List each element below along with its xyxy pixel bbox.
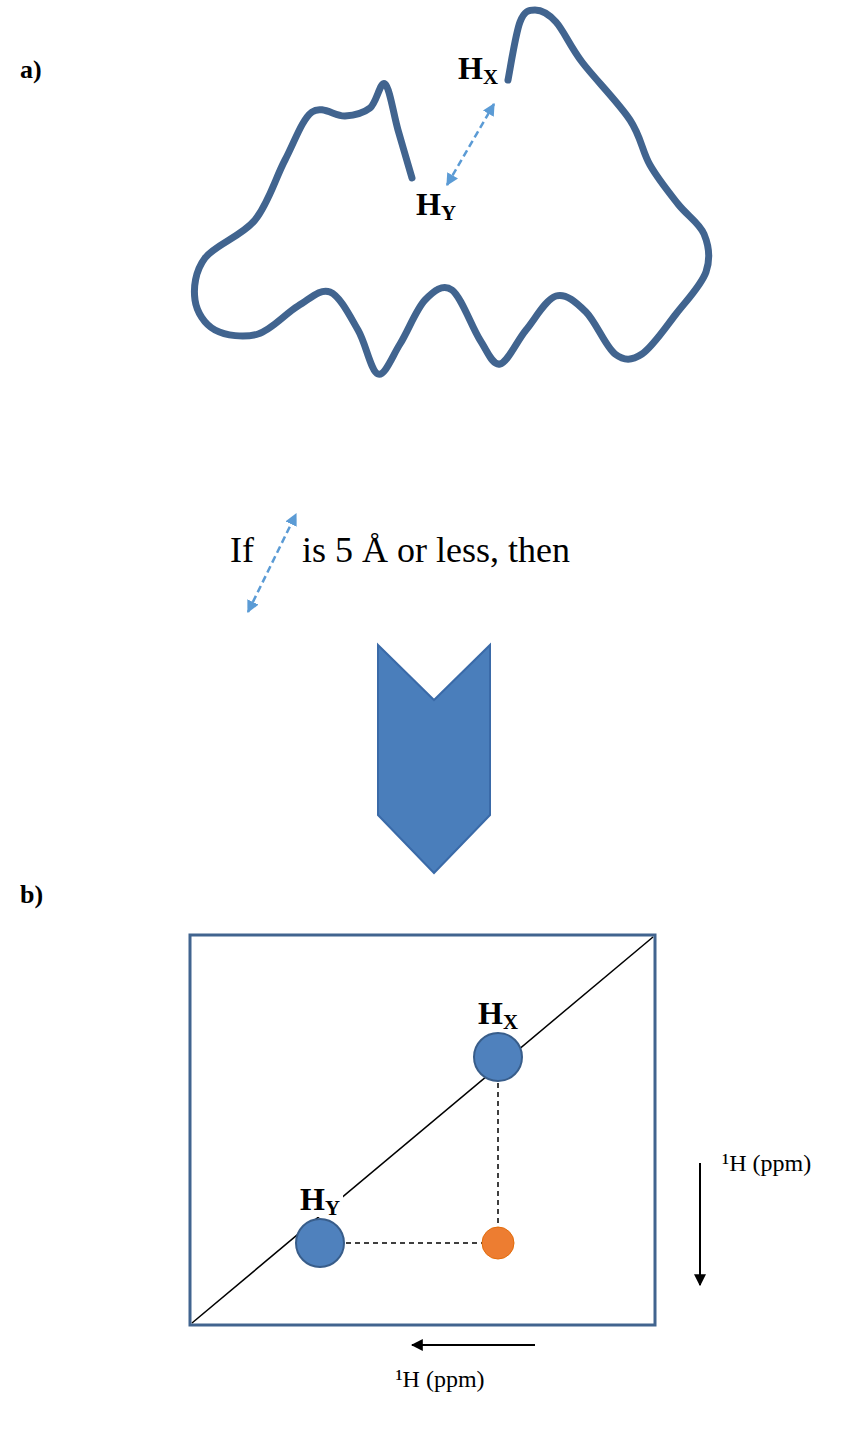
condition-text: If [230,530,254,571]
peak-label: HY [297,1182,343,1217]
dashed-guide [346,1242,482,1244]
axis-arrow [699,1163,701,1285]
axis-label: ¹H (ppm) [722,1150,811,1178]
distance-arrow-symbol [248,514,296,612]
panel-label: a) [20,55,42,85]
diagonal-peak: HY [295,1218,345,1268]
distance-arrow [447,104,494,185]
diagonal-peak: HX [473,1032,523,1082]
dashed-guide [497,1083,499,1228]
condition-text: is 5 Å or less, then [302,530,570,571]
spectrum-frame [190,935,655,1325]
diagonal [192,937,653,1323]
protein-chain [194,10,708,374]
cross-peak [482,1227,514,1259]
peak-label: HX [475,996,521,1031]
down-arrow [378,645,490,873]
proton-label: HY [416,186,456,223]
axis-label: ¹H (ppm) [395,1366,484,1394]
axis-arrow [412,1344,535,1346]
proton-label: HX [458,50,498,87]
panel-label: b) [20,880,43,910]
